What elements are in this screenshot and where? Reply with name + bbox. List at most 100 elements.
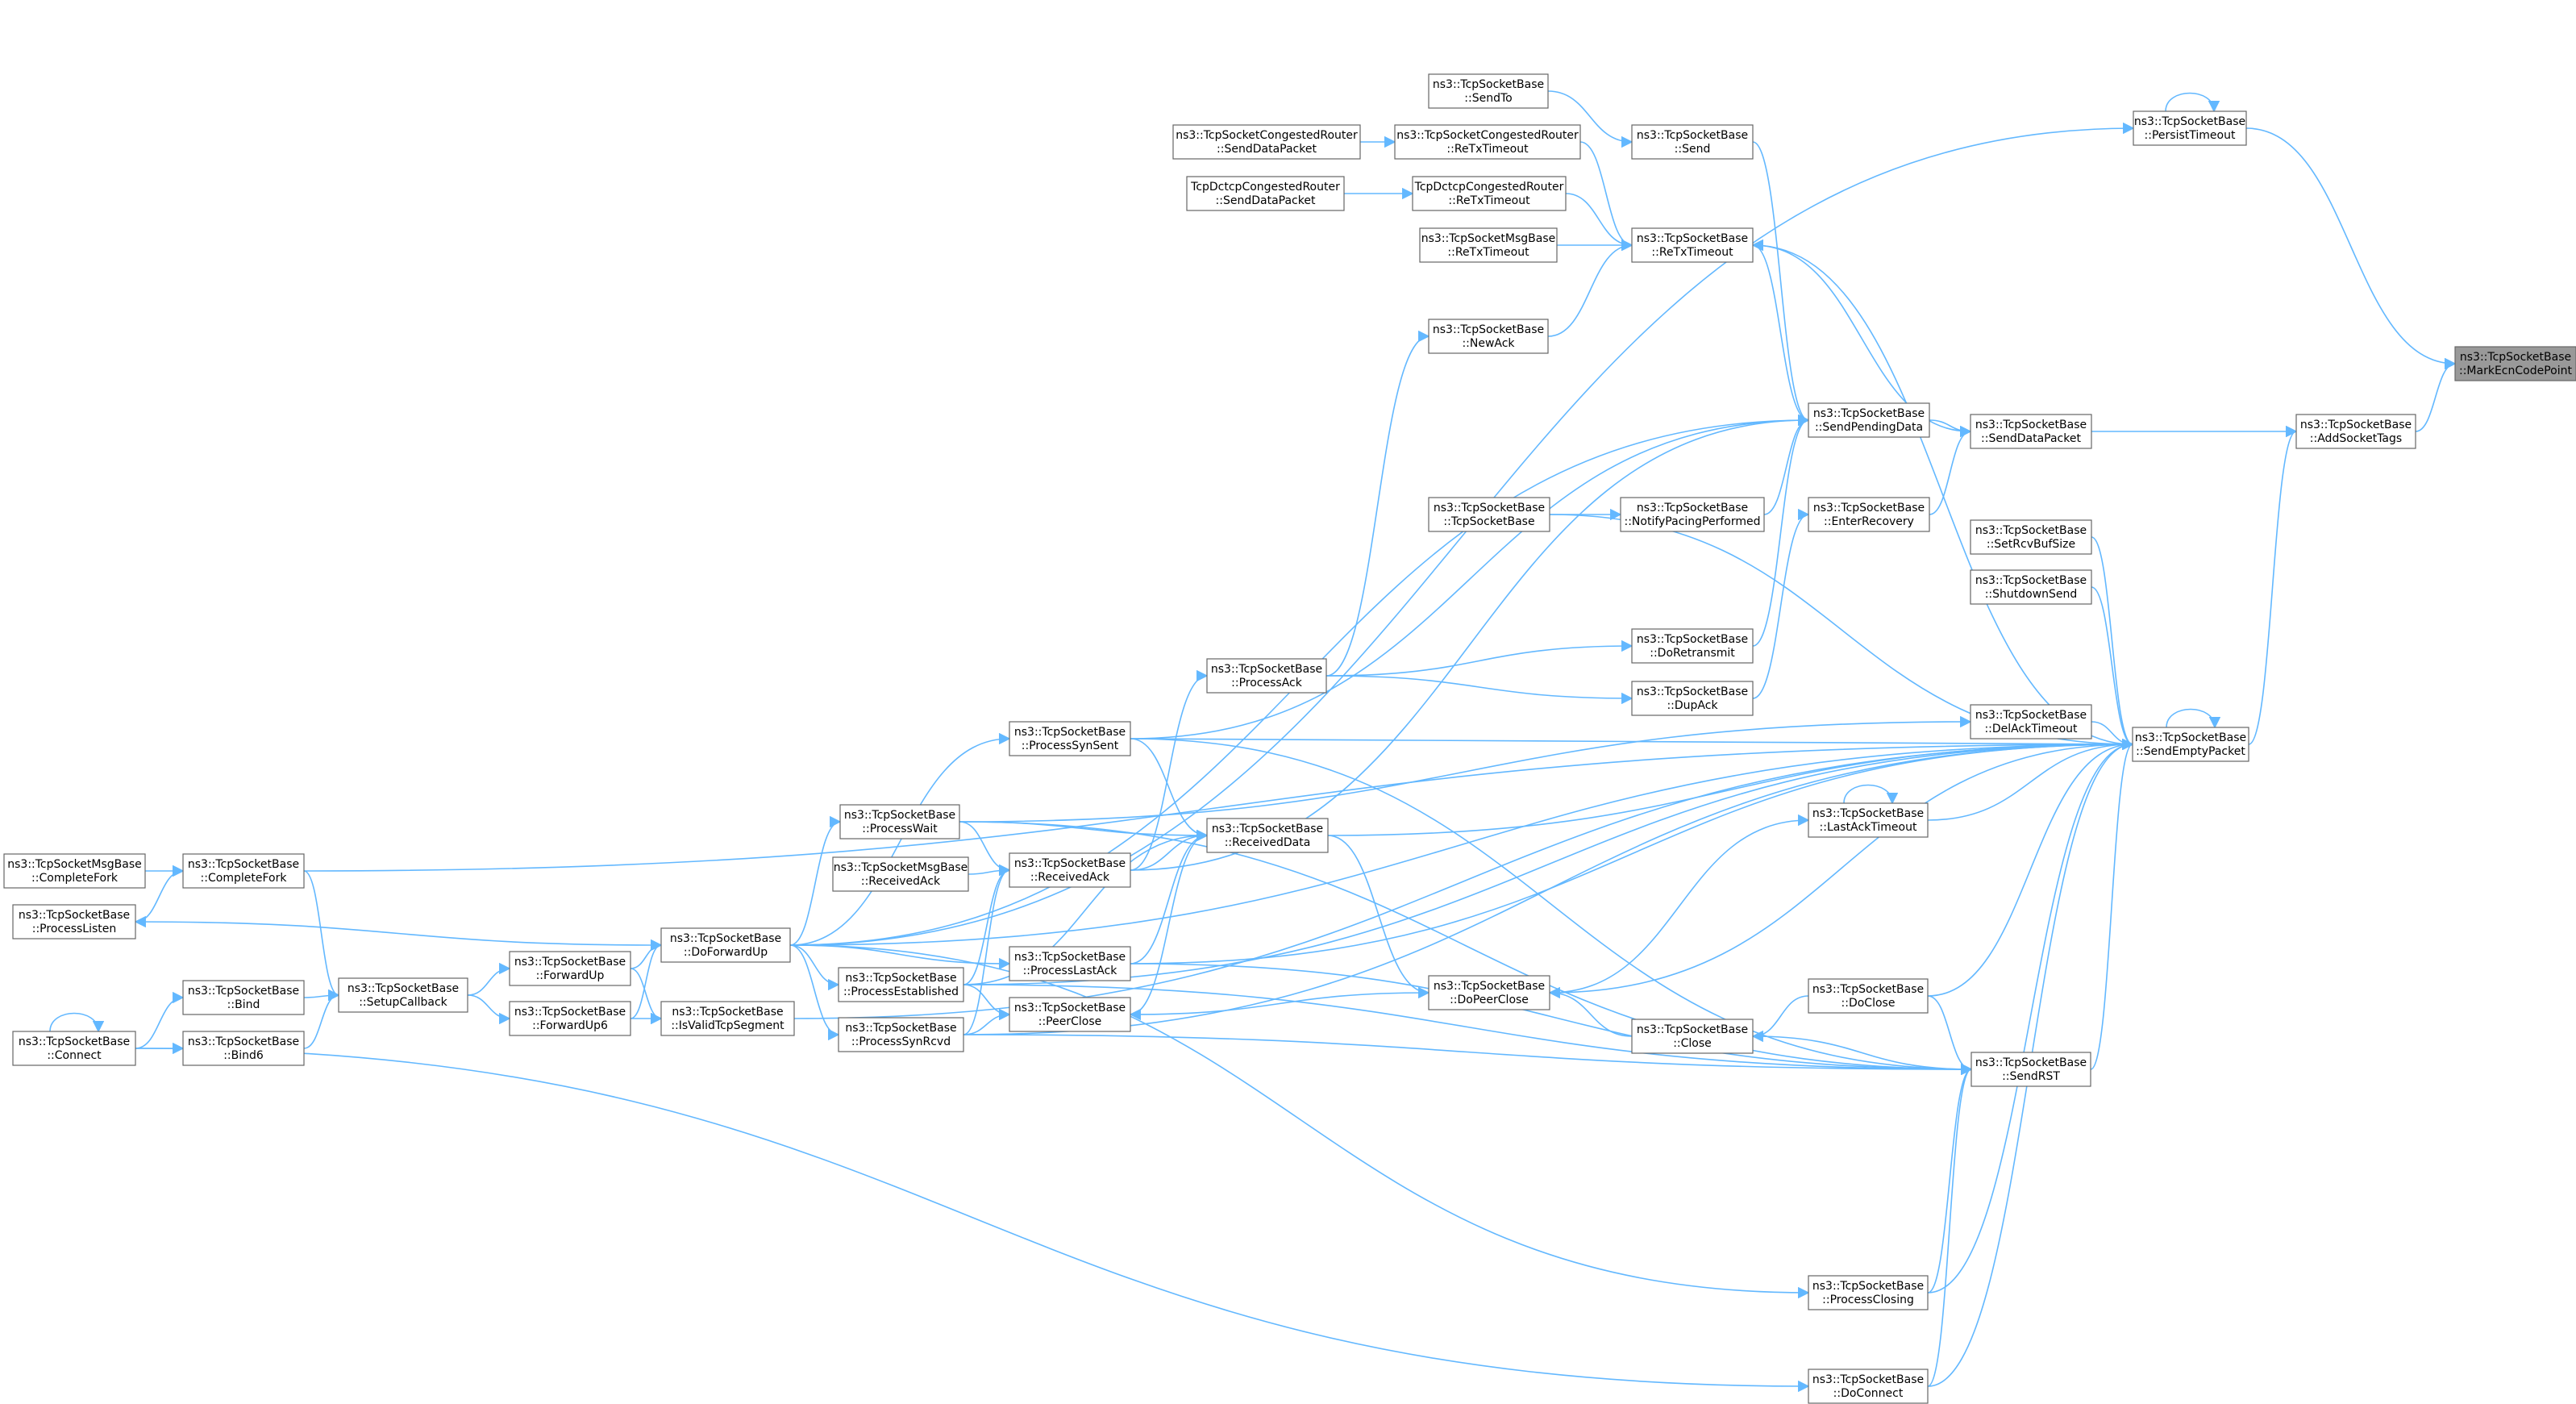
node-box[interactable] — [509, 951, 631, 986]
node-box[interactable] — [182, 980, 305, 1015]
node-box[interactable] — [1970, 414, 2092, 449]
node-box[interactable] — [1970, 569, 2092, 605]
node-cong-router-re-tx[interactable]: ns3::TcpSocketCongestedRouter::ReTxTimeo… — [1394, 124, 1581, 160]
node-process-ack[interactable]: ns3::TcpSocketBase::ProcessAck — [1206, 658, 1327, 694]
node-is-valid-tcp-segment[interactable]: ns3::TcpSocketBase::IsValidTcpSegment — [660, 1001, 795, 1036]
node-box[interactable] — [1808, 1275, 1929, 1310]
node-box[interactable] — [660, 1001, 795, 1036]
node-box[interactable] — [2133, 110, 2247, 146]
node-box[interactable] — [1631, 681, 1754, 716]
node-box[interactable] — [1428, 975, 1550, 1010]
node-box[interactable] — [1419, 227, 1558, 263]
node-box[interactable] — [509, 1001, 631, 1036]
node-send-rst[interactable]: ns3::TcpSocketBase::SendRST — [1970, 1052, 2091, 1087]
node-close[interactable]: ns3::TcpSocketBase::Close — [1631, 1019, 1754, 1054]
node-box[interactable] — [1009, 721, 1131, 756]
node-del-ack-timeout[interactable]: ns3::TcpSocketBase::DelAckTimeout — [1970, 704, 2092, 739]
node-add-socket-tags[interactable]: ns3::TcpSocketBase::AddSocketTags — [2295, 414, 2416, 449]
node-received-data[interactable]: ns3::TcpSocketBase::ReceivedData — [1206, 818, 1329, 853]
node-box[interactable] — [839, 804, 960, 839]
node-do-close[interactable]: ns3::TcpSocketBase::DoClose — [1808, 978, 1929, 1014]
node-msg-base-complete-fork[interactable]: ns3::TcpSocketMsgBase::CompleteFork — [3, 853, 146, 889]
node-send-data-packet[interactable]: ns3::TcpSocketBase::SendDataPacket — [1970, 414, 2092, 449]
node-box[interactable] — [1631, 124, 1754, 160]
node-box[interactable] — [338, 977, 468, 1013]
node-process-closing[interactable]: ns3::TcpSocketBase::ProcessClosing — [1808, 1275, 1929, 1310]
node-box[interactable] — [1631, 227, 1754, 263]
node-send-pending-data[interactable]: ns3::TcpSocketBase::SendPendingData — [1808, 402, 1930, 438]
node-send-to[interactable]: ns3::TcpSocketBase::SendTo — [1428, 73, 1549, 109]
node-box[interactable] — [1808, 978, 1929, 1014]
node-box[interactable] — [12, 904, 136, 939]
node-box[interactable] — [1009, 946, 1131, 981]
node-new-ack[interactable]: ns3::TcpSocketBase::NewAck — [1428, 319, 1549, 354]
node-box[interactable] — [1172, 124, 1361, 160]
node-dup-ack[interactable]: ns3::TcpSocketBase::DupAck — [1631, 681, 1754, 716]
node-do-retransmit[interactable]: ns3::TcpSocketBase::DoRetransmit — [1631, 628, 1754, 664]
node-notify-pacing-performed[interactable]: ns3::TcpSocketBase::NotifyPacingPerforme… — [1620, 497, 1765, 532]
node-bind6[interactable]: ns3::TcpSocketBase::Bind6 — [182, 1031, 305, 1066]
node-box[interactable] — [182, 1031, 305, 1066]
node-process-syn-sent[interactable]: ns3::TcpSocketBase::ProcessSynSent — [1009, 721, 1131, 756]
node-box[interactable] — [832, 856, 969, 892]
node-re-tx-timeout[interactable]: ns3::TcpSocketBase::ReTxTimeout — [1631, 227, 1754, 263]
node-process-wait[interactable]: ns3::TcpSocketBase::ProcessWait — [839, 804, 960, 839]
node-box[interactable] — [12, 1031, 136, 1066]
node-box[interactable] — [1620, 497, 1765, 532]
node-send[interactable]: ns3::TcpSocketBase::Send — [1631, 124, 1754, 160]
node-process-syn-rcvd[interactable]: ns3::TcpSocketBase::ProcessSynRcvd — [838, 1017, 964, 1052]
node-bind[interactable]: ns3::TcpSocketBase::Bind — [182, 980, 305, 1015]
node-setup-callback[interactable]: ns3::TcpSocketBase::SetupCallback — [338, 977, 468, 1013]
node-set-rcv-buf-size[interactable]: ns3::TcpSocketBase::SetRcvBufSize — [1970, 519, 2092, 555]
node-enter-recovery[interactable]: ns3::TcpSocketBase::EnterRecovery — [1808, 497, 1930, 532]
node-dctcp-re-tx[interactable]: TcpDctcpCongestedRouter::ReTxTimeout — [1412, 176, 1567, 211]
node-box[interactable] — [1428, 319, 1549, 354]
node-box[interactable] — [1970, 704, 2092, 739]
node-last-ack-timeout[interactable]: ns3::TcpSocketBase::LastAckTimeout — [1808, 802, 1929, 838]
node-box[interactable] — [838, 1017, 964, 1052]
node-box[interactable] — [1206, 818, 1329, 853]
node-box[interactable] — [1808, 497, 1930, 532]
node-box[interactable] — [182, 853, 305, 889]
node-box[interactable] — [838, 967, 964, 1002]
node-process-established[interactable]: ns3::TcpSocketBase::ProcessEstablished — [838, 967, 964, 1002]
node-cong-router-send-data[interactable]: ns3::TcpSocketCongestedRouter::SendDataP… — [1172, 124, 1361, 160]
node-box[interactable] — [1970, 519, 2092, 555]
node-peer-close[interactable]: ns3::TcpSocketBase::PeerClose — [1009, 997, 1131, 1032]
node-box[interactable] — [1428, 497, 1550, 532]
node-received-ack[interactable]: ns3::TcpSocketBase::ReceivedAck — [1009, 852, 1131, 888]
node-complete-fork[interactable]: ns3::TcpSocketBase::CompleteFork — [182, 853, 305, 889]
node-do-peer-close[interactable]: ns3::TcpSocketBase::DoPeerClose — [1428, 975, 1550, 1010]
node-send-empty-packet[interactable]: ns3::TcpSocketBase::SendEmptyPacket — [2132, 727, 2249, 762]
node-do-forward-up[interactable]: ns3::TcpSocketBase::DoForwardUp — [660, 927, 791, 963]
node-box[interactable] — [2295, 414, 2416, 449]
node-box[interactable] — [1631, 628, 1754, 664]
node-shutdown-send[interactable]: ns3::TcpSocketBase::ShutdownSend — [1970, 569, 2092, 605]
node-forward-up6[interactable]: ns3::TcpSocketBase::ForwardUp6 — [509, 1001, 631, 1036]
node-box[interactable] — [1808, 1369, 1929, 1404]
node-box[interactable] — [1206, 658, 1327, 694]
node-tcp-socket-base-ctor[interactable]: ns3::TcpSocketBase::TcpSocketBase — [1428, 497, 1550, 532]
node-box[interactable] — [1808, 402, 1930, 438]
node-box[interactable] — [1186, 176, 1345, 211]
node-box[interactable] — [1412, 176, 1567, 211]
node-do-connect[interactable]: ns3::TcpSocketBase::DoConnect — [1808, 1369, 1929, 1404]
node-msg-base-received-ack[interactable]: ns3::TcpSocketMsgBase::ReceivedAck — [832, 856, 969, 892]
node-connect[interactable]: ns3::TcpSocketBase::Connect — [12, 1031, 136, 1066]
node-box[interactable] — [1808, 802, 1929, 838]
node-box[interactable] — [1631, 1019, 1754, 1054]
node-process-last-ack[interactable]: ns3::TcpSocketBase::ProcessLastAck — [1009, 946, 1131, 981]
node-process-listen[interactable]: ns3::TcpSocketBase::ProcessListen — [12, 904, 136, 939]
node-box[interactable] — [1428, 73, 1549, 109]
node-box[interactable] — [1970, 1052, 2091, 1087]
node-box[interactable] — [1009, 997, 1131, 1032]
node-dctcp-send-data[interactable]: TcpDctcpCongestedRouter::SendDataPacket — [1186, 176, 1345, 211]
node-box[interactable] — [660, 927, 791, 963]
node-persist-timeout[interactable]: ns3::TcpSocketBase::PersistTimeout — [2133, 110, 2247, 146]
node-box[interactable] — [1009, 852, 1131, 888]
node-msg-base-re-tx[interactable]: ns3::TcpSocketMsgBase::ReTxTimeout — [1419, 227, 1558, 263]
node-forward-up[interactable]: ns3::TcpSocketBase::ForwardUp — [509, 951, 631, 986]
node-box[interactable] — [3, 853, 146, 889]
node-box[interactable] — [1394, 124, 1581, 160]
node-box[interactable] — [2132, 727, 2249, 762]
